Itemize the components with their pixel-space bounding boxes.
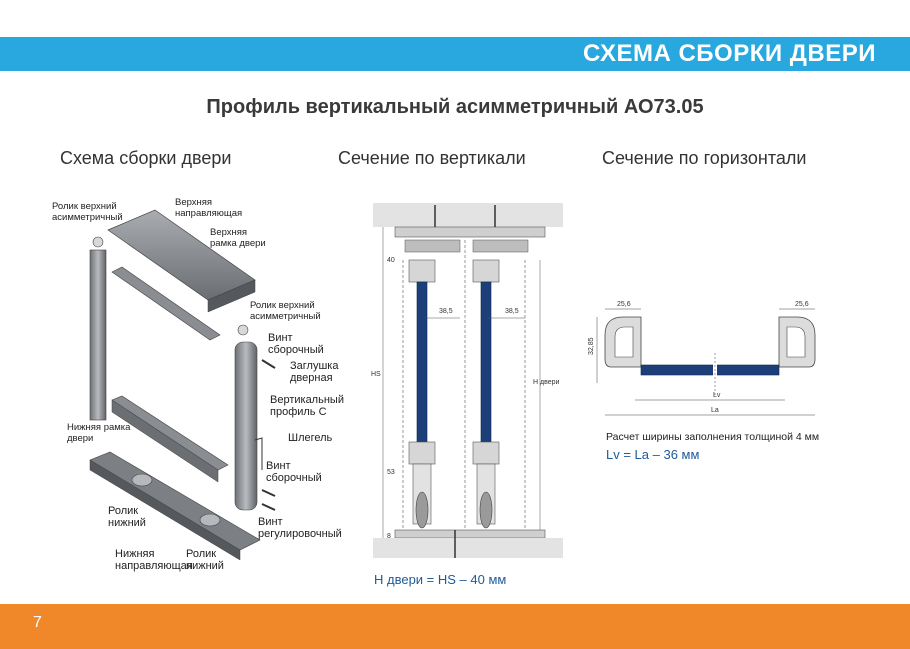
label-adjust-screw: Винт регулировочный [258,516,342,540]
page-number: 7 [33,614,42,631]
dim-h-door-label: Н двери [533,379,560,386]
dim-offset-left: 38,5 [439,308,453,315]
dim-top-label: 40 [387,257,395,264]
label-shlegel: Шлегель [288,432,333,444]
dim-8-label: 8 [387,533,391,540]
dim-53-label: 53 [387,469,395,476]
label-lower-frame: Нижняя рамка двери [67,422,131,444]
label-lower-guide: Нижняя направляющая [115,548,193,572]
lower-guide-shape [89,451,261,551]
header-banner: СХЕМА СБОРКИ ДВЕРИ [0,37,910,71]
label-lower-roller-1: Ролик нижний [108,505,146,529]
column-title-assembly: Схема сборки двери [60,148,232,168]
label-upper-roller-1: Ролик верхний асимметричный [52,201,123,223]
label-door-cap: Заглушка дверная [290,360,339,384]
label-assembly-screw-2: Винт сборочный [266,460,322,484]
label-assembly-screw-1: Винт сборочный [268,332,324,356]
banner-title: СХЕМА СБОРКИ ДВЕРИ [583,40,876,67]
vertical-formula: Н двери = HS – 40 мм [374,572,507,587]
label-vertical-profile: Вертикальный профиль С [270,394,344,418]
dim-right-width: 25,6 [795,301,809,308]
right-vertical-profile-shape [234,341,258,511]
left-vertical-profile-shape [89,249,107,421]
left-panel-shape [416,281,428,443]
assembly-diagram [89,209,276,561]
dim-la: La [711,407,719,414]
column-title-vertical: Сечение по вертикали [338,148,526,168]
page-subtitle: Профиль вертикальный асимметричный АО73.… [206,96,704,118]
lower-roller-1 [131,473,153,487]
label-lower-roller-2: Ролик нижний [186,548,224,572]
vertical-section-diagram: 40 38,5 38,5 HS Н двери 53 8 [371,203,563,558]
column-title-horizontal: Сечение по горизонтали [602,148,807,168]
dim-offset-right: 38,5 [505,308,519,315]
horizontal-section-diagram: 25,6 25,6 32,85 Lv La [588,301,816,416]
right-panel-shape [480,281,492,443]
label-upper-frame: Верхняя рамка двери [210,227,266,249]
horizontal-panel-shape [640,364,780,376]
upper-roller-left [92,236,104,248]
upper-guide-shape [107,209,256,301]
upper-frame-shape [111,266,221,341]
dim-height: 32,85 [588,337,595,355]
label-upper-roller-2: Ролик верхний асимметричный [250,300,321,322]
upper-roller-right [237,324,249,336]
dim-left-width: 25,6 [617,301,631,308]
dim-hs-label: HS [371,371,381,378]
horizontal-note: Расчет ширины заполнения толщиной 4 мм [606,431,820,443]
dim-lv: Lv [713,392,721,399]
horizontal-formula: Lv = La – 36 мм [606,447,700,462]
label-upper-guide: Верхняя направляющая [175,197,243,219]
lower-roller-2 [199,513,221,527]
footer-bar: 7 [0,604,910,649]
